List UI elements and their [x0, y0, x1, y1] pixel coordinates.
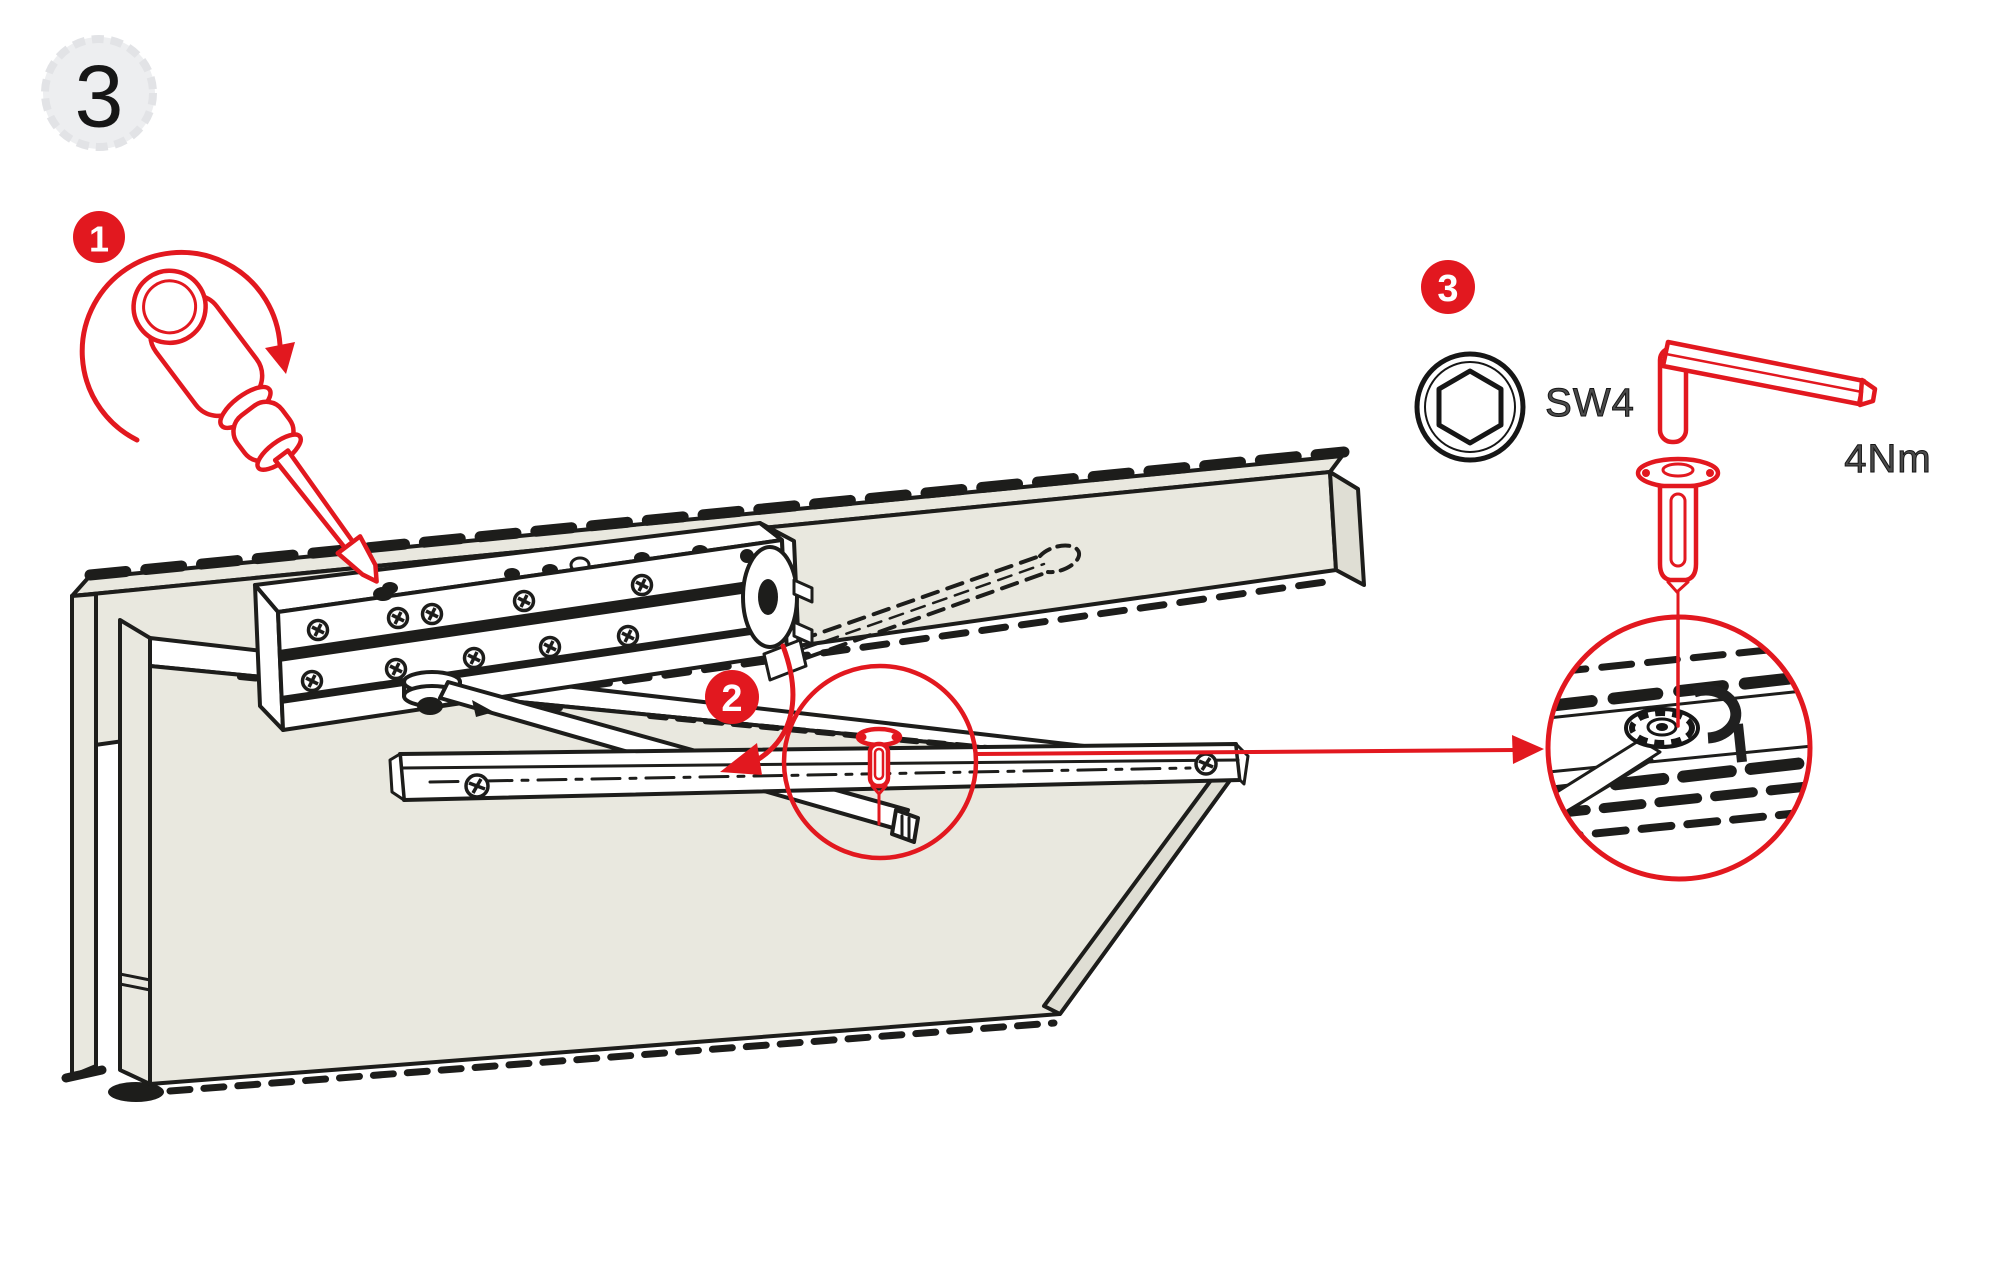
callout-2-arrow-curve [747, 643, 796, 767]
torque-label: 4Nm [1844, 437, 1931, 481]
plate-dashed-edge [798, 554, 1042, 642]
callout-2-arrowhead [720, 743, 762, 775]
rail-screws [464, 752, 1218, 799]
front-screws [300, 573, 654, 693]
plate-dashed-center [801, 562, 1046, 651]
callout-2-badge [705, 670, 759, 724]
pin-slot [873, 747, 885, 781]
hinge-pin [108, 1082, 164, 1102]
mag-clamp [1692, 684, 1742, 744]
screwdriver-cap-inner [142, 279, 198, 335]
detail-circle-ring [781, 663, 979, 861]
closer-groove-band [279, 576, 783, 662]
mag-rail-hatch [1548, 670, 1810, 712]
callout-2: 2 [705, 643, 796, 775]
hidden-mounting-plate [798, 543, 1082, 660]
callout-1: 1 [73, 211, 125, 263]
pin-stem [1657, 483, 1699, 583]
rail-center-line [428, 766, 1192, 784]
mag-rail-edge [1548, 744, 1810, 774]
mag-clamp-bar [1733, 723, 1747, 763]
arm-direction-mark [472, 700, 494, 717]
magnifier-contents [1548, 617, 1810, 842]
washer-hole [1661, 462, 1695, 478]
step-badge: 3 [41, 35, 157, 151]
callout-3: 3 [1421, 260, 1475, 314]
allen-key-hex-end [1857, 377, 1878, 408]
mag-nut-knurl [1629, 710, 1695, 746]
jamb-face [70, 592, 98, 1078]
callout-1-number: 1 [89, 219, 109, 260]
mag-nut-center [1656, 723, 1668, 731]
callout-3-number: 3 [1437, 268, 1458, 310]
hinge-joint-line [118, 982, 152, 992]
allen-key-facet [1664, 352, 1864, 394]
door-face [148, 664, 1238, 1086]
hex-socket-icon [1414, 351, 1526, 463]
jamb-foot-shadow [61, 1065, 107, 1083]
door-hinge-stile [118, 618, 152, 1086]
step-badge-scallop [41, 35, 157, 151]
magnifier-detail-circle [1545, 614, 1813, 882]
callout-3-badge [1421, 260, 1475, 314]
magnifier-connector [975, 735, 1544, 764]
callout-2-number: 2 [721, 678, 742, 720]
rotation-arc [79, 249, 283, 443]
plate-rounded-end [1038, 543, 1082, 575]
rail-slider-block [890, 808, 920, 844]
frame-end-face [1328, 470, 1366, 587]
washer-dot [1706, 469, 1714, 477]
spindle-hole [758, 579, 778, 615]
screwdriver-blade [335, 534, 379, 584]
rail-ridge [400, 758, 1240, 770]
door-bottom-hatch [166, 1019, 1058, 1095]
pin-head-dot [859, 733, 867, 741]
frame-top-hatch [84, 446, 1350, 581]
hinge-joint-line [118, 972, 152, 982]
pin-screw-icon [855, 726, 903, 826]
washer-dot [1642, 469, 1650, 477]
pivot-screw [417, 697, 443, 715]
callout-1-badge [73, 211, 125, 263]
screwdriver-icon [131, 268, 379, 584]
allen-key-icon [1657, 339, 1878, 445]
mag-rail-hatch [1548, 781, 1810, 819]
screwdriver-shaft [272, 448, 356, 551]
rotation-arrowhead [265, 342, 295, 374]
rotation-arrow-icon [79, 249, 295, 443]
end-screw [740, 549, 754, 563]
connector-line [975, 748, 1517, 756]
pin-stem-slot [1669, 492, 1687, 568]
socket-size-label: SW4 [1545, 381, 1635, 425]
connector-arrowhead [1512, 735, 1544, 764]
detail-circle-small [781, 663, 979, 861]
washer-pin-icon [1635, 456, 1721, 618]
valve-hole [373, 587, 393, 601]
slide-rail [388, 742, 1250, 844]
step-badge-circle [43, 37, 155, 149]
end-tab [792, 578, 814, 604]
mag-arm-edge [1550, 758, 1654, 822]
mag-rail-hatch [1548, 808, 1810, 842]
spindle-foot [762, 638, 808, 682]
socket-inner-ring [1424, 361, 1516, 453]
mag-rail-edge [1548, 688, 1810, 720]
plate-dashed-edge [804, 570, 1050, 660]
pin-head-dot [891, 733, 899, 741]
socket-hexagon [1436, 368, 1504, 446]
rail-left-cap [388, 752, 406, 802]
step-number: 3 [75, 47, 124, 146]
end-tab [792, 620, 814, 646]
door-frame-jamb [61, 592, 107, 1083]
